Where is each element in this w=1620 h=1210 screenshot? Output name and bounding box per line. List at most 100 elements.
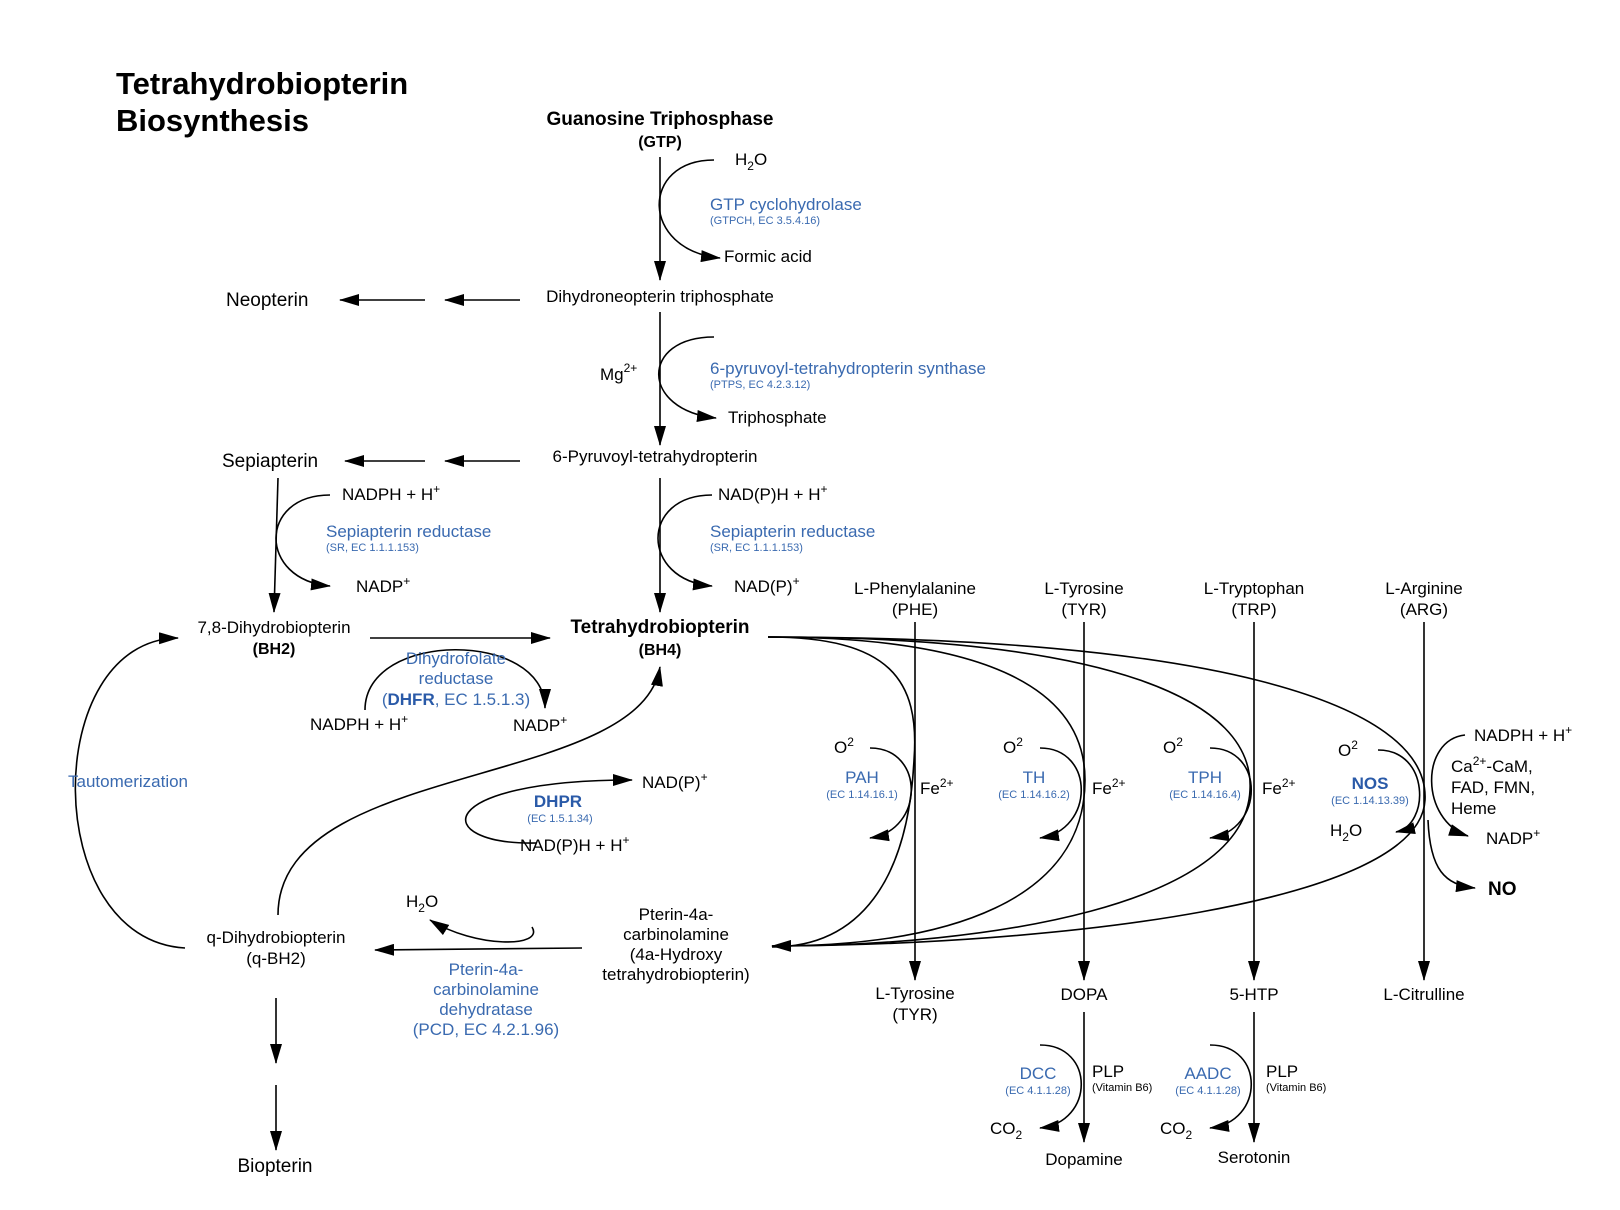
aadc-ec-label: (EC 4.1.1.28) bbox=[1175, 1085, 1240, 1097]
co2-label-dcc: CO2 bbox=[990, 1119, 1023, 1142]
tph-enzyme-label: TPH bbox=[1188, 768, 1222, 787]
triphosphate-label: Triphosphate bbox=[728, 408, 827, 427]
nadph-label-left: NADPH + H+ bbox=[342, 482, 440, 504]
nadph-label-right: NAD(P)H + H+ bbox=[718, 482, 828, 504]
pyruvoyl-label: 6-Pyruvoyl-tetrahydropterin bbox=[552, 447, 757, 466]
arrow-dhfr-cofactor bbox=[364, 649, 551, 711]
nadp-label-dhfr: NADP+ bbox=[513, 713, 567, 735]
nos-cofactor-line3: Heme bbox=[1451, 799, 1496, 818]
5htp-label: 5-HTP bbox=[1229, 985, 1278, 1004]
arrow-tautomerization bbox=[74, 632, 186, 949]
trp-label: L-Tryptophan bbox=[1204, 579, 1304, 598]
pterin4a-label-4: tetrahydrobiopterin) bbox=[602, 965, 749, 984]
pcd-enzyme-label-1: Pterin-4a- bbox=[449, 960, 524, 979]
plp-label-aadc: PLP bbox=[1266, 1062, 1298, 1081]
phe-label: L-Phenylalanine bbox=[854, 579, 976, 598]
aadc-enzyme-label: AADC bbox=[1184, 1064, 1231, 1083]
diagram-title-line2: Biosynthesis bbox=[116, 103, 309, 138]
arrow-pterin4a-to-qbh2 bbox=[374, 943, 583, 956]
arrow-nos-to-no bbox=[1427, 819, 1476, 893]
dhfr-enzyme-label-2: reductase bbox=[419, 669, 494, 688]
sr-enzyme-label-right: Sepiapterin reductase bbox=[710, 522, 875, 541]
water-label: H2O bbox=[735, 150, 767, 173]
tautomerization-label: Tautomerization bbox=[68, 772, 188, 791]
neopterin-label: Neopterin bbox=[226, 290, 308, 311]
ptps-enzyme-label: 6-pyruvoyl-tetrahydropterin synthase bbox=[710, 359, 986, 378]
78dhb-label: 7,8-Dihydrobiopterin bbox=[197, 618, 350, 637]
nadph-label-nos: NADPH + H+ bbox=[1474, 723, 1572, 745]
tyr-out-abbr: (TYR) bbox=[892, 1005, 937, 1024]
pcd-ec-label: (PCD, EC 4.2.1.96) bbox=[413, 1020, 559, 1039]
dopamine-label: Dopamine bbox=[1045, 1150, 1123, 1169]
nos-cofactor-line2: FAD, FMN, bbox=[1451, 778, 1535, 797]
gtp-abbr: (GTP) bbox=[638, 134, 682, 151]
pterin4a-label-3: (4a-Hydroxy bbox=[630, 945, 723, 964]
co2-label-aadc: CO2 bbox=[1160, 1119, 1193, 1142]
dcc-enzyme-label: DCC bbox=[1020, 1064, 1057, 1083]
arrow-th-o2 bbox=[1039, 747, 1083, 842]
tph-ec-label: (EC 1.14.16.4) bbox=[1169, 789, 1241, 801]
fe-label-th: Fe2+ bbox=[1092, 776, 1126, 798]
arrow-nos-nadph-to-nadp bbox=[1430, 734, 1469, 837]
dhfr-enzyme-label-1: Dihydrofolate bbox=[406, 649, 506, 668]
arrow-nos-o2-water bbox=[1377, 749, 1421, 835]
gtpch-enzyme-label: GTP cyclohydrolase bbox=[710, 195, 862, 214]
nadph-label-dhpr: NAD(P)H + H+ bbox=[520, 833, 630, 855]
ptps-ec-label: (PTPS, EC 4.2.3.12) bbox=[710, 379, 810, 391]
tyr-label: L-Tyrosine bbox=[1044, 579, 1123, 598]
o2-label-pah: O2 bbox=[834, 735, 854, 757]
plp-label-dcc: PLP bbox=[1092, 1062, 1124, 1081]
o2-label-th: O2 bbox=[1003, 735, 1023, 757]
qbh2-abbr: (q-BH2) bbox=[246, 949, 306, 968]
gtp-label: Guanosine Triphosphase bbox=[547, 109, 774, 130]
bh4-curve-nos bbox=[767, 636, 1426, 952]
bh4-abbr: (BH4) bbox=[639, 642, 682, 659]
pterin4a-label-1: Pterin-4a- bbox=[639, 905, 714, 924]
trp-abbr: (TRP) bbox=[1231, 600, 1276, 619]
bh4-label: Tetrahydrobiopterin bbox=[570, 617, 749, 638]
o2-label-nos: O2 bbox=[1338, 738, 1358, 760]
pah-enzyme-label: PAH bbox=[845, 768, 879, 787]
nadp-label-right: NAD(P)+ bbox=[734, 574, 800, 596]
nos-enzyme-label: NOS bbox=[1352, 774, 1389, 793]
th-enzyme-label: TH bbox=[1023, 768, 1046, 787]
diagram-title-line1: Tetrahydrobiopterin bbox=[116, 66, 408, 101]
arrow-qbh2-to-bh4 bbox=[277, 666, 663, 916]
tyr-out-label: L-Tyrosine bbox=[875, 984, 954, 1003]
gtpch-ec-label: (GTPCH, EC 3.5.4.16) bbox=[710, 215, 820, 227]
pterin4a-label-2: carbinolamine bbox=[623, 925, 729, 944]
arrow-pcd-water bbox=[429, 919, 535, 943]
nadp-label-nos: NADP+ bbox=[1486, 826, 1540, 848]
sr-enzyme-label-left: Sepiapterin reductase bbox=[326, 522, 491, 541]
vitamin-b6-label-aadc: (Vitamin B6) bbox=[1266, 1082, 1326, 1094]
pah-ec-label: (EC 1.14.16.1) bbox=[826, 789, 898, 801]
arrow-dhpr-cofactor bbox=[465, 774, 633, 844]
fe-label-pah: Fe2+ bbox=[920, 776, 954, 798]
arrow-sr-right-cofactor bbox=[657, 494, 713, 591]
qbh2-label: q-Dihydrobiopterin bbox=[207, 928, 346, 947]
arrow-ptps-triphosphate bbox=[658, 336, 717, 422]
serotonin-label: Serotonin bbox=[1218, 1148, 1291, 1167]
pcd-enzyme-label-2: carbinolamine bbox=[433, 980, 539, 999]
biopterin-label: Biopterin bbox=[238, 1156, 313, 1177]
fe-label-tph: Fe2+ bbox=[1262, 776, 1296, 798]
arrow-sr-left-cofactor bbox=[275, 494, 331, 591]
sr-ec-label-right: (SR, EC 1.1.1.153) bbox=[710, 542, 803, 554]
nadp-label-left: NADP+ bbox=[356, 574, 410, 596]
water-label-pcd: H2O bbox=[406, 892, 438, 915]
nadp-label-dhpr: NAD(P)+ bbox=[642, 770, 708, 792]
dhfr-ec-label: (DHFR, EC 1.5.1.3) bbox=[382, 690, 530, 709]
nadph-label-dhfr: NADPH + H+ bbox=[310, 712, 408, 734]
citrulline-label: L-Citrulline bbox=[1383, 985, 1464, 1004]
nos-cofactor-line1: Ca2+-CaM, bbox=[1451, 754, 1533, 776]
dcc-ec-label: (EC 4.1.1.28) bbox=[1005, 1085, 1070, 1097]
phe-abbr: (PHE) bbox=[892, 600, 938, 619]
arg-abbr: (ARG) bbox=[1400, 600, 1448, 619]
bh4-curve-tph bbox=[767, 636, 1251, 947]
o2-label-tph: O2 bbox=[1163, 735, 1183, 757]
78dhb-abbr: (BH2) bbox=[253, 641, 296, 658]
dhpr-enzyme-label: DHPR bbox=[534, 792, 582, 811]
arrow-water-to-formic bbox=[658, 159, 721, 263]
dhpr-ec-label: (EC 1.5.1.34) bbox=[527, 813, 592, 825]
